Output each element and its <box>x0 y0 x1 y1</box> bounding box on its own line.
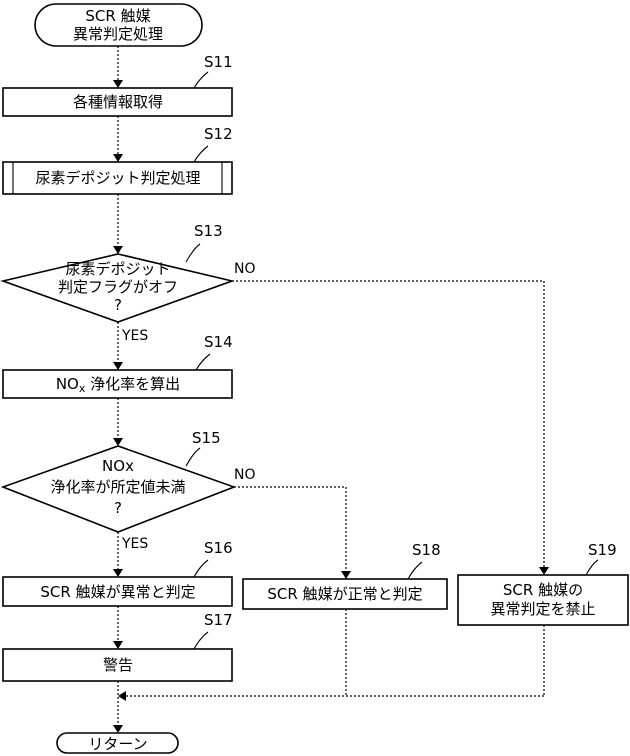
step-s14-label: S14 <box>204 333 233 351</box>
step-s11-text: 各種情報取得 <box>73 93 163 111</box>
step-s11-leader <box>193 71 209 89</box>
arrowheads <box>113 80 549 733</box>
arrowhead <box>113 725 123 733</box>
decision-s13-line3: ? <box>114 296 122 314</box>
decision-s15-yes-label: YES <box>121 536 148 552</box>
start-line2: 異常判定処理 <box>73 25 163 43</box>
arrowhead <box>113 154 123 162</box>
step-s18-label: S18 <box>412 541 441 559</box>
step-s16-leader <box>193 559 209 578</box>
decision-s15-line1: NOx <box>102 457 134 475</box>
arrowhead <box>539 567 549 575</box>
start-line1: SCR 触媒 <box>85 7 150 25</box>
arrowhead <box>113 641 123 649</box>
step-s17: 警告 S17 <box>2 611 233 682</box>
step-s16: SCR 触媒が異常と判定 S16 <box>2 539 233 607</box>
arrowhead <box>113 569 123 577</box>
step-s14: NOx 浄化率を算出 S14 <box>2 333 233 399</box>
step-s19-line2: 異常判定を禁止 <box>490 600 595 618</box>
decision-s13-leader <box>185 243 201 263</box>
step-s12-label: S12 <box>204 125 233 143</box>
step-s17-label: S17 <box>204 611 233 629</box>
step-s17-text: 警告 <box>103 656 133 674</box>
decision-s13-no-label: NO <box>234 261 256 277</box>
decision-s15-label: S15 <box>192 429 221 447</box>
decision-s13-yes-label: YES <box>121 328 148 344</box>
end-text: リターン <box>88 735 147 753</box>
step-s12-leader <box>193 145 209 163</box>
step-s16-label: S16 <box>204 539 233 557</box>
decision-s15-line2: 浄化率が所定値未満 <box>50 478 185 496</box>
step-s19-line1: SCR 触媒の <box>503 581 583 599</box>
step-s14-text: NOx 浄化率を算出 <box>56 375 180 395</box>
step-s11-label: S11 <box>204 53 233 71</box>
step-s12: 尿素デポジット判定処理 S12 <box>2 125 233 195</box>
arrowhead <box>113 438 123 446</box>
arrowhead <box>113 80 123 88</box>
step-s18: SCR 触媒が正常と判定 S18 <box>242 541 448 610</box>
step-s19-label: S19 <box>588 541 617 559</box>
decision-s13: 尿素デポジット 判定フラグがオフ ? S13 NO YES <box>0 222 256 344</box>
flow-lines <box>117 46 545 725</box>
start-terminator: SCR 触媒 異常判定処理 <box>34 3 203 47</box>
step-s18-leader <box>407 561 423 580</box>
step-s19: SCR 触媒の 異常判定を禁止 S19 <box>457 541 629 626</box>
step-s16-text: SCR 触媒が異常と判定 <box>40 583 195 601</box>
step-s19-leader <box>585 559 599 576</box>
arrowhead <box>341 571 351 579</box>
decision-s13-line2: 判定フラグがオフ <box>58 278 178 296</box>
decision-s15: NOx 浄化率が所定値未満 ? S15 NO YES <box>0 429 256 552</box>
decision-s15-leader <box>185 447 201 467</box>
step-s14-leader <box>195 353 211 371</box>
step-s17-leader <box>193 631 209 650</box>
decision-s15-line3: ? <box>114 499 122 517</box>
arrowhead <box>113 362 123 370</box>
step-s18-text: SCR 触媒が正常と判定 <box>267 585 422 603</box>
step-s11: 各種情報取得 S11 <box>2 53 233 117</box>
end-terminator: リターン <box>56 732 179 754</box>
step-s12-text: 尿素デポジット判定処理 <box>35 169 200 187</box>
decision-s13-label: S13 <box>194 222 223 240</box>
decision-s15-no-label: NO <box>234 467 256 483</box>
arrowhead <box>113 246 123 254</box>
arrowhead <box>118 691 126 701</box>
decision-s13-line1: 尿素デポジット <box>65 260 170 278</box>
